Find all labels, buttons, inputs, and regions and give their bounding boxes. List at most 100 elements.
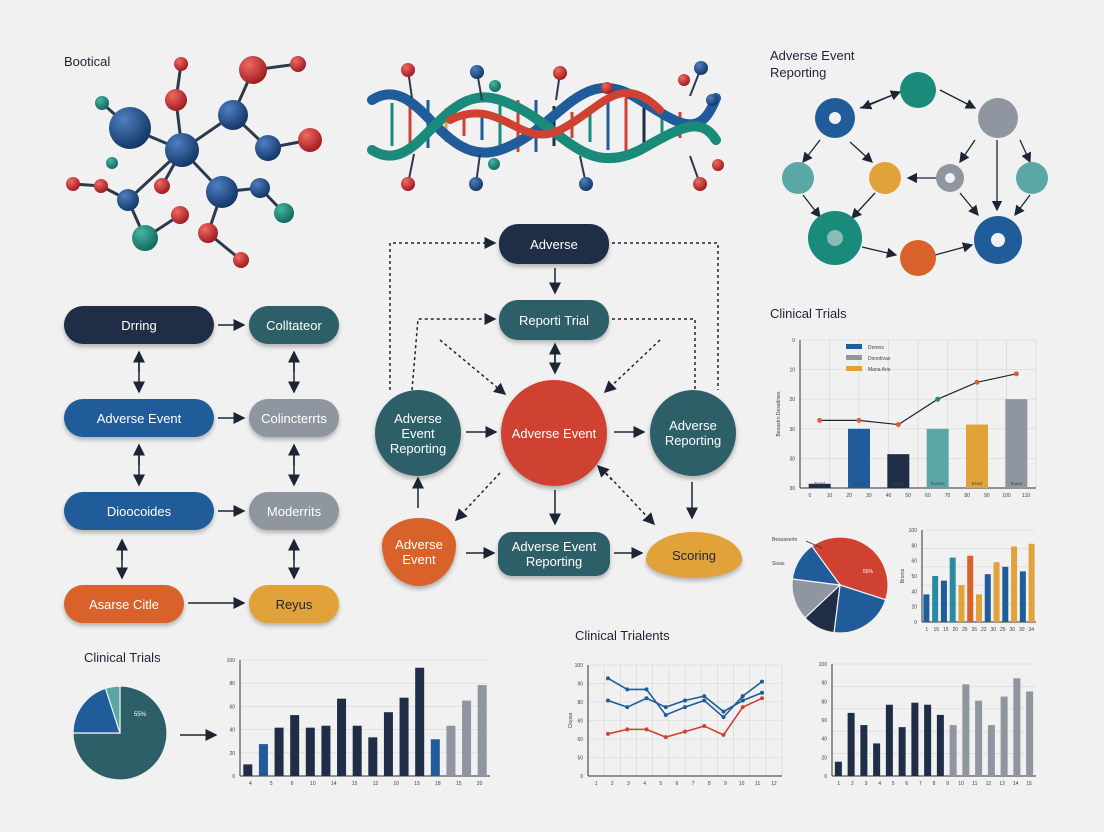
bar — [848, 428, 870, 488]
bar — [352, 725, 362, 776]
bar — [926, 428, 949, 488]
x-tick-label: 0 — [808, 493, 811, 499]
pie-slice — [810, 536, 889, 601]
x-tick-label: 25 — [962, 627, 968, 633]
y-tick-label: 60 — [821, 718, 827, 724]
bar — [415, 667, 425, 776]
center-node-reporti-trial[interactable]: Reporti Trial — [499, 300, 609, 340]
bar — [1005, 399, 1028, 488]
biotical-title: Bootical — [64, 54, 111, 69]
series-point — [683, 729, 687, 734]
node-colincterrts[interactable]: Colincterrts — [249, 399, 339, 437]
bar — [932, 576, 939, 622]
node-reyus[interactable]: Reyus — [249, 585, 339, 623]
y-tick-label: 60 — [577, 737, 583, 743]
series-point — [721, 715, 726, 720]
series-point — [625, 687, 630, 692]
bar — [885, 704, 893, 776]
bar — [1000, 696, 1008, 776]
node-colltateor[interactable]: Colltateor — [249, 306, 339, 344]
bar — [949, 725, 957, 776]
trend-point — [1013, 371, 1019, 377]
x-tick-label: 5 — [270, 781, 273, 787]
y-axis-label: Beoastrn Dexatlmes — [776, 391, 782, 437]
series-point — [702, 698, 707, 703]
x-tick-label: 20 — [477, 781, 483, 787]
series-point — [606, 731, 610, 736]
y-tick-label: 0 — [792, 338, 795, 344]
category-label: Exonet — [931, 481, 946, 486]
y-tick-label: 30 — [789, 486, 795, 492]
y-tick-label: 0 — [914, 620, 917, 626]
x-tick-label: 15 — [933, 627, 939, 633]
bar — [462, 700, 472, 776]
x-tick-label: 1 — [925, 627, 928, 633]
bar — [321, 725, 331, 776]
clinical-trials-pie-chart: 55% — [72, 685, 168, 781]
legend-label: Dnmns — [868, 345, 884, 351]
x-tick-label: 13 — [999, 781, 1005, 787]
bar — [290, 715, 300, 776]
bar — [477, 685, 487, 776]
bar — [987, 725, 995, 776]
y-tick-label: 40 — [229, 728, 235, 734]
x-tick-label: 18 — [435, 781, 441, 787]
series-point — [760, 679, 764, 684]
y-tick-label: 50 — [577, 756, 583, 762]
bar — [1013, 678, 1021, 776]
node-asarse-citle[interactable]: Asarse Citle — [64, 585, 184, 623]
center-node-adverse-reporting[interactable]: Adverse Reporting — [650, 390, 736, 476]
x-tick-label: 100 — [1002, 493, 1011, 499]
x-tick-label: 14 — [1013, 781, 1019, 787]
x-tick-label: 10 — [827, 493, 833, 499]
trend-point — [817, 417, 823, 423]
center-node-adverse-event-reporting[interactable]: Adverse Event Reporting — [375, 390, 461, 476]
center-node-scoring[interactable]: Scoring — [646, 532, 742, 578]
y-tick-label: 80 — [911, 543, 917, 549]
node-drring[interactable]: Drring — [64, 306, 214, 344]
bar — [305, 727, 315, 776]
molecule-illustration — [66, 56, 322, 268]
clinical-trialents-title: Clinical Trialents — [575, 628, 670, 643]
x-tick-label: 15 — [414, 781, 420, 787]
x-tick-label: 22 — [981, 627, 987, 633]
dna-helix-illustration — [367, 61, 724, 191]
y-tick-label: 20 — [911, 605, 917, 611]
node-moderrits[interactable]: Moderrits — [249, 492, 339, 530]
series-point — [625, 727, 630, 732]
y-tick-label: 80 — [821, 699, 827, 705]
x-tick-label: 1 — [595, 781, 598, 787]
bar — [243, 764, 253, 776]
center-node-adverse-event-main[interactable]: Adverse Event — [501, 380, 607, 486]
category-label: Eporl — [814, 481, 825, 486]
x-tick-label: 9 — [946, 781, 949, 787]
y-tick-label: 0 — [232, 774, 235, 780]
center-node-adverse-event-reporting-bottom[interactable]: Adverse Event Reporting — [498, 532, 610, 576]
y-tick-label: 100 — [819, 662, 828, 668]
trend-point — [856, 417, 862, 423]
x-tick-label: 6 — [905, 781, 908, 787]
x-tick-label: 10 — [739, 781, 745, 787]
bar — [368, 737, 378, 776]
center-node-adverse-event-orange[interactable]: Adverse Event — [382, 518, 456, 586]
series-point — [760, 696, 764, 701]
center-node-adverse[interactable]: Adverse — [499, 224, 609, 264]
bar — [911, 702, 919, 776]
bar — [993, 562, 1000, 622]
node-adverse-event[interactable]: Adverse Event — [64, 399, 214, 437]
y-tick-label: 60 — [911, 559, 917, 565]
node-dioocoides[interactable]: Dioocoides — [64, 492, 214, 530]
y-tick-label: 20 — [789, 397, 795, 403]
series-point — [606, 676, 610, 681]
y-tick-label: 30 — [789, 427, 795, 433]
category-label: Eracl — [972, 481, 982, 486]
bar — [1028, 543, 1035, 622]
x-tick-label: 15 — [456, 781, 462, 787]
x-tick-label: 30 — [1009, 627, 1015, 633]
x-tick-label: 30 — [866, 493, 872, 499]
bar — [399, 697, 409, 776]
pie-slice — [833, 584, 887, 634]
